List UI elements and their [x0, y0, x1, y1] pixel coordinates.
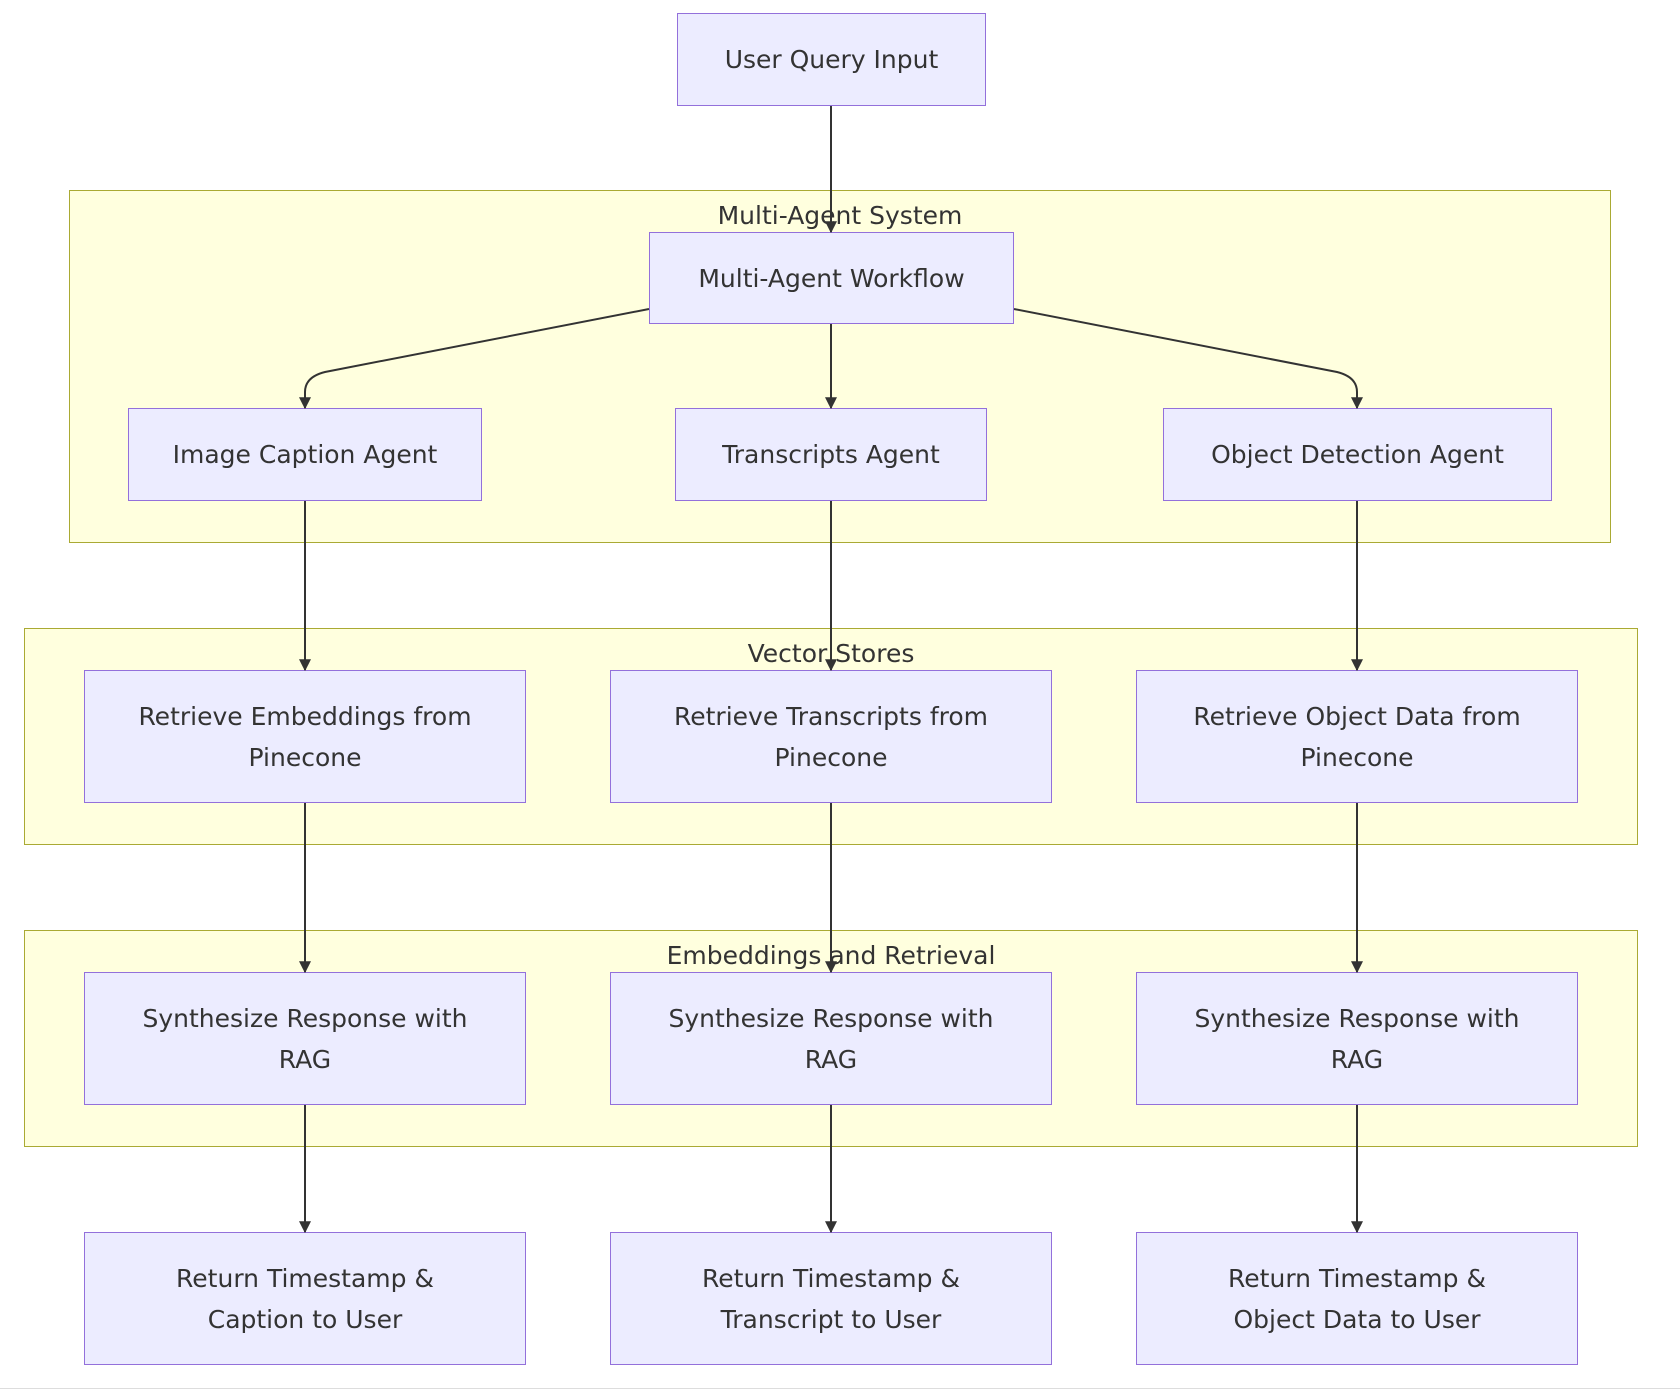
node-label: Object Detection Agent: [1211, 440, 1504, 469]
node-label: Retrieve Transcripts from Pinecone: [673, 701, 988, 772]
node-label: Synthesize Response with RAG: [1194, 1003, 1520, 1074]
node-synthesize-response-2: Synthesize Response with RAG: [610, 972, 1052, 1105]
node-label: Return Timestamp & Transcript to User: [702, 1263, 960, 1334]
node-return-transcript: Return Timestamp & Transcript to User: [610, 1232, 1052, 1365]
node-label: User Query Input: [724, 45, 939, 74]
node-label: Synthesize Response with RAG: [668, 1003, 994, 1074]
bottom-divider: [0, 1388, 1680, 1389]
node-return-caption: Return Timestamp & Caption to User: [84, 1232, 526, 1365]
node-label: Transcripts Agent: [722, 440, 940, 469]
node-label: Multi-Agent Workflow: [698, 263, 965, 293]
node-label: Retrieve Object Data from Pinecone: [1193, 701, 1521, 772]
node-synthesize-response-3: Synthesize Response with RAG: [1136, 972, 1578, 1105]
node-retrieve-embeddings: Retrieve Embeddings from Pinecone: [84, 670, 526, 803]
node-return-object-data: Return Timestamp & Object Data to User: [1136, 1232, 1578, 1365]
node-transcripts-agent: Transcripts Agent: [675, 408, 987, 501]
cluster-title-multi-agent-system: Multi-Agent System: [717, 201, 963, 230]
node-synthesize-response-1: Synthesize Response with RAG: [84, 972, 526, 1105]
node-retrieve-transcripts: Retrieve Transcripts from Pinecone: [610, 670, 1052, 803]
node-label: Image Caption Agent: [172, 440, 438, 469]
node-image-caption-agent: Image Caption Agent: [128, 408, 482, 501]
cluster-title-embeddings-and-retrieval: Embeddings and Retrieval: [666, 941, 996, 970]
cluster-title-vector-stores: Vector Stores: [747, 639, 915, 668]
node-retrieve-object-data: Retrieve Object Data from Pinecone: [1136, 670, 1578, 803]
node-multi-agent-workflow: Multi-Agent Workflow: [649, 232, 1014, 324]
node-object-detection-agent: Object Detection Agent: [1163, 408, 1552, 501]
node-label: Return Timestamp & Caption to User: [176, 1263, 434, 1334]
node-label: Return Timestamp & Object Data to User: [1228, 1263, 1486, 1334]
node-label: Retrieve Embeddings from Pinecone: [138, 701, 472, 772]
node-user-query-input: User Query Input: [677, 13, 986, 106]
node-label: Synthesize Response with RAG: [142, 1003, 468, 1074]
